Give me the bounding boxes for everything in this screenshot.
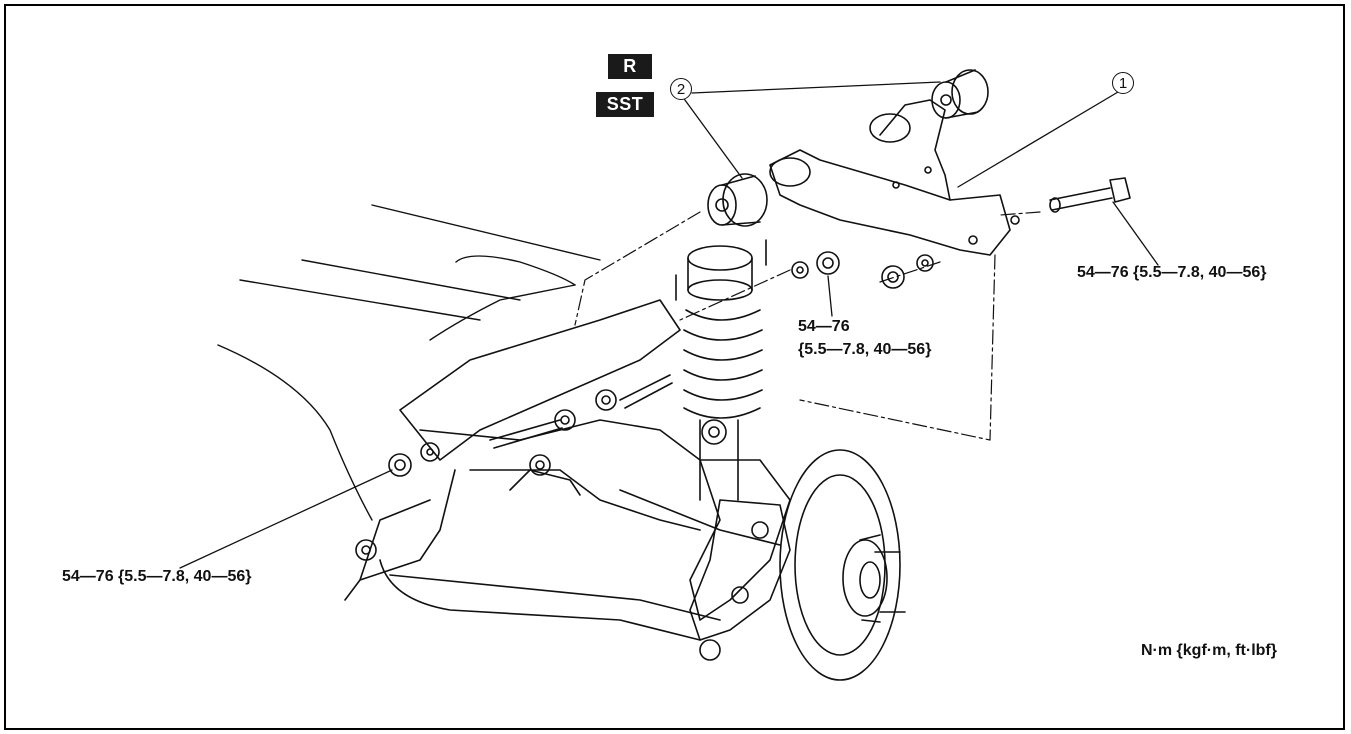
coil-spring [675,239,767,501]
r-badge: R [608,54,652,79]
brake-caliper [619,489,791,661]
knuckle [689,419,791,621]
fasteners [388,177,1131,477]
bushings [707,69,989,227]
units-label: N·m {kgf·m, ft·lbf} [1141,642,1277,659]
callout-2: 2 [670,78,692,100]
callout-1: 1 [1112,72,1134,94]
sst-badge: SST [596,92,654,117]
brake-rotor [779,449,906,681]
upper-arm [769,99,1020,256]
leader-lines [179,81,1159,569]
lower-arm-bushing [355,454,551,561]
torque-label-lower-left: 54—76 {5.5—7.8, 40—56} [62,568,252,585]
body-outline [217,204,601,521]
subframe [344,299,721,641]
torque-label-upper-right: 54—76 {5.5—7.8, 40—56} [1077,264,1267,281]
torque-label-middle-line1: 54—76 [798,318,850,335]
assembly-lines [574,211,1041,441]
diagram-frame [4,4,1345,730]
torque-label-middle-line2: {5.5—7.8, 40—56} [798,341,932,358]
